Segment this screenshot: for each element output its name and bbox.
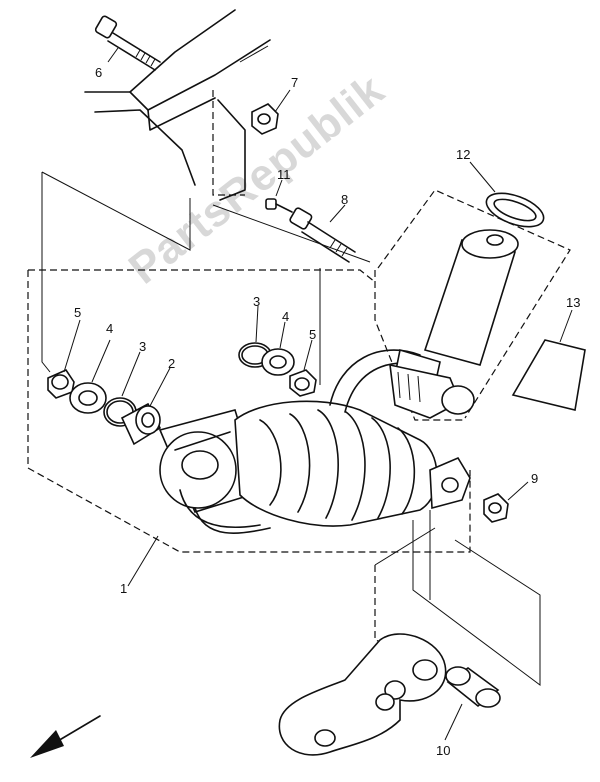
callout-3-right: 3 <box>253 294 261 309</box>
front-direction-arrow <box>30 715 101 758</box>
shock-absorber <box>158 400 471 534</box>
nut-7 <box>251 103 279 135</box>
callout-12: 12 <box>456 147 471 162</box>
clamp-12 <box>485 192 545 228</box>
bolt-8 <box>289 207 356 263</box>
bolt-6 <box>94 15 161 71</box>
callout-5-right: 5 <box>309 327 317 342</box>
bushing-5-right <box>289 369 317 397</box>
callout-6: 6 <box>95 65 103 80</box>
fitting-11 <box>265 198 293 213</box>
callout-9: 9 <box>531 471 539 486</box>
washer-4-left <box>69 382 107 414</box>
nut-9 <box>483 493 509 523</box>
callout-13: 13 <box>566 295 581 310</box>
callout-3-left: 3 <box>139 339 147 354</box>
relay-arm <box>278 633 447 756</box>
frame-section <box>84 9 271 201</box>
callout-10: 10 <box>436 743 451 758</box>
collar-10 <box>445 666 501 708</box>
washer-4-right <box>261 348 295 376</box>
label-sticker-13 <box>511 339 586 411</box>
callout-1: 1 <box>120 581 128 596</box>
callout-8: 8 <box>341 192 349 207</box>
callout-4-right: 4 <box>282 309 290 324</box>
callout-4-left: 4 <box>106 321 114 336</box>
callout-5-left: 5 <box>74 305 82 320</box>
leader-lines <box>63 47 573 741</box>
reservoir <box>389 229 519 419</box>
bearing-2 <box>120 402 162 446</box>
callout-7: 7 <box>291 75 299 90</box>
callout-11: 11 <box>277 167 291 182</box>
callout-2: 2 <box>168 356 176 371</box>
